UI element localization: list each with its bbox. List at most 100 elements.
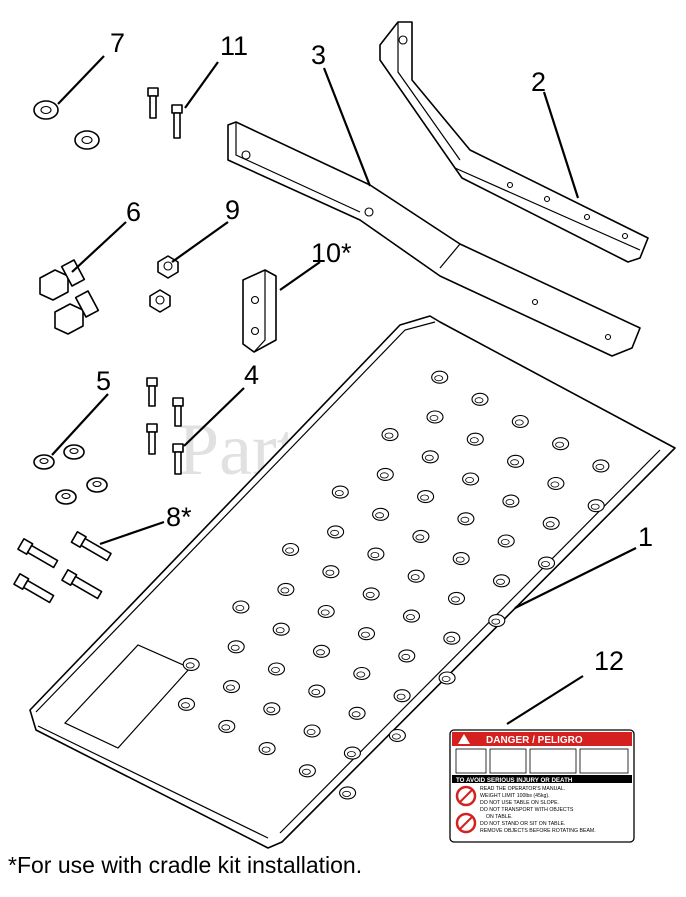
perforation-hole xyxy=(331,485,349,499)
perforation-hole xyxy=(258,742,276,756)
perforation-inner xyxy=(311,689,321,696)
perforation-hole xyxy=(218,719,236,733)
part-3-bar xyxy=(227,121,641,357)
perforation-inner xyxy=(590,503,600,510)
perforation-inner xyxy=(401,653,411,660)
perforation-inner xyxy=(455,556,465,563)
perforation-hole xyxy=(398,649,416,663)
decal-line-7: REMOVE OBJECTS BEFORE ROTATING BEAM. xyxy=(480,828,596,834)
perforation-inner xyxy=(420,494,430,501)
part-2-bracket xyxy=(379,21,649,263)
perforation-inner xyxy=(334,490,344,497)
decal-line-5: ON TABLE. xyxy=(486,814,513,820)
perforation-inner xyxy=(365,591,375,598)
perforation-hole xyxy=(327,525,345,539)
perforation-hole xyxy=(488,614,506,628)
leader-lines xyxy=(51,55,637,725)
perforation-inner xyxy=(415,534,425,541)
decal-line-4: DO NOT TRANSPORT WITH OBJECTS xyxy=(480,807,574,813)
perforation-hole xyxy=(462,472,480,486)
callout-12: 12 xyxy=(594,646,624,676)
callout-4: 4 xyxy=(244,360,259,390)
perforation-inner xyxy=(595,463,605,470)
perforation-inner xyxy=(505,499,515,506)
perforation-inner xyxy=(351,711,361,718)
callout-5: 5 xyxy=(96,366,111,396)
perforation-hole xyxy=(267,662,286,676)
perforation-hole xyxy=(592,459,610,473)
perforation-hole xyxy=(222,680,241,694)
perforation-inner xyxy=(451,596,460,603)
truck-icon xyxy=(529,748,577,774)
perforation-hole xyxy=(263,702,281,716)
perforation-inner xyxy=(446,636,456,643)
hazard-icon xyxy=(489,748,527,774)
perforation-hole xyxy=(362,587,380,601)
perforation-inner xyxy=(379,472,389,479)
perforation-hole xyxy=(376,467,394,481)
manual-icon xyxy=(455,748,487,774)
perforation-inner xyxy=(271,667,280,674)
perforation-inner xyxy=(469,437,479,444)
callout-2: 2 xyxy=(531,67,546,97)
callout-3: 3 xyxy=(311,40,326,70)
perforation-hole xyxy=(348,706,366,720)
perforation-hole xyxy=(443,631,461,645)
perforation-hole xyxy=(272,622,290,636)
perforation-inner xyxy=(316,649,325,656)
perforation-hole xyxy=(587,499,605,513)
perforation-inner xyxy=(221,724,231,731)
perforation-hole xyxy=(417,490,435,504)
perforation-inner xyxy=(500,539,510,546)
part-4-bolts xyxy=(146,377,184,475)
perforation-inner xyxy=(226,684,235,691)
perforation-inner xyxy=(280,587,290,594)
perforation-inner xyxy=(460,516,470,523)
decal-line-1: READ THE OPERATOR'S MANUAL. xyxy=(480,786,565,792)
part-11-bolts xyxy=(147,87,183,139)
perforation-inner xyxy=(555,441,564,448)
perforation-hole xyxy=(502,494,520,508)
perforation-hole xyxy=(466,432,484,446)
perforation-inner xyxy=(342,790,352,797)
perforation-inner xyxy=(545,521,555,528)
perforation-inner xyxy=(375,512,385,519)
perforation-inner xyxy=(434,375,444,382)
perforation-hole xyxy=(182,657,200,671)
perforation-inner xyxy=(361,631,370,638)
perforation-hole xyxy=(497,534,515,548)
decal-header: DANGER / PELIGRO xyxy=(486,735,583,746)
perforation-inner xyxy=(550,481,560,488)
perforation-inner xyxy=(346,751,356,758)
perforation-inner xyxy=(306,729,316,736)
part-12-decal: DANGER / PELIGRO TO AVOID SERIOUS INJURY… xyxy=(449,729,635,843)
perforation-inner xyxy=(410,574,420,581)
perforation-inner xyxy=(391,733,401,740)
perforation-hole xyxy=(322,565,340,579)
perforation-hole xyxy=(177,697,196,711)
perforation-inner xyxy=(441,676,451,683)
perforation-hole xyxy=(552,437,570,451)
perforation-hole xyxy=(367,547,385,561)
perforation-hole xyxy=(402,609,421,623)
perforation-hole xyxy=(388,728,406,743)
part-7-bushings xyxy=(33,100,100,150)
perforation-inner xyxy=(301,768,311,775)
decal-line-2: WEIGHT LIMIT 100lbs (45kg). xyxy=(480,793,550,799)
perforation-hole xyxy=(537,556,556,570)
perforation-inner xyxy=(185,662,195,669)
decal-subheader: TO AVOID SERIOUS INJURY OR DEATH xyxy=(456,777,573,784)
perforation-inner xyxy=(235,605,245,612)
perforation-inner xyxy=(325,569,335,576)
perforation-hole xyxy=(232,600,250,614)
perforation-inner xyxy=(424,454,434,461)
perforation-hole xyxy=(277,582,295,596)
perforation-inner xyxy=(181,702,190,709)
perforation-hole xyxy=(547,476,565,491)
callout-10: 10* xyxy=(311,238,352,268)
perforation-hole xyxy=(492,574,511,588)
perforation-hole xyxy=(452,552,470,566)
table-perforations xyxy=(177,370,610,800)
perforation-inner xyxy=(266,706,276,713)
